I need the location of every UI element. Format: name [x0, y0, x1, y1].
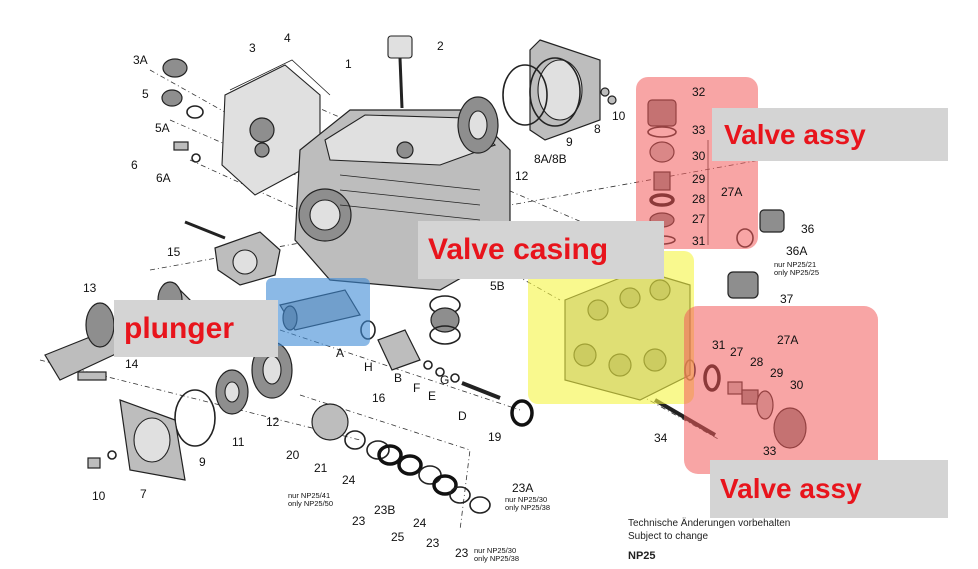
svg-text:23: 23 [455, 546, 469, 560]
svg-text:nur NP25/41: nur NP25/41 [288, 491, 330, 500]
part-3-rear-cover [221, 59, 331, 196]
svg-text:19: 19 [488, 430, 502, 444]
svg-text:27A: 27A [777, 333, 798, 347]
svg-text:21: 21 [314, 461, 328, 475]
svg-text:27: 27 [730, 345, 744, 359]
svg-text:4: 4 [284, 31, 291, 45]
svg-text:1: 1 [345, 57, 352, 71]
svg-text:5B: 5B [490, 279, 505, 293]
svg-text:27A: 27A [721, 185, 742, 199]
svg-text:6: 6 [131, 158, 138, 172]
valve-assy-bottom-label: Valve assy [710, 460, 948, 518]
svg-text:6A: 6A [156, 171, 171, 185]
svg-text:13: 13 [83, 281, 97, 295]
valve-assy-bottom-text: Valve assy [720, 473, 862, 504]
svg-text:36A: 36A [786, 244, 807, 258]
plunger-seal-parts [377, 329, 534, 427]
svg-text:3A: 3A [133, 53, 148, 67]
svg-text:only NP25/25: only NP25/25 [774, 268, 819, 277]
svg-text:12: 12 [266, 415, 280, 429]
svg-text:36: 36 [801, 222, 815, 236]
svg-text:24: 24 [342, 473, 356, 487]
svg-text:33: 33 [763, 444, 777, 458]
svg-text:nur NP25/21: nur NP25/21 [774, 260, 816, 269]
svg-text:10: 10 [92, 489, 106, 503]
svg-text:9: 9 [199, 455, 206, 469]
svg-text:31: 31 [712, 338, 726, 352]
svg-text:16: 16 [372, 391, 386, 405]
part-15-connecting-rod [184, 220, 281, 286]
svg-text:5A: 5A [155, 121, 170, 135]
variant-notes: nur NP25/21 only NP25/25 nur NP25/41 onl… [288, 260, 819, 563]
valve-casing-label: Valve casing [418, 221, 664, 279]
svg-text:B: B [394, 371, 402, 385]
svg-text:15: 15 [167, 245, 181, 259]
change-notice-en: Subject to change [628, 531, 709, 542]
valve-assy-top-text: Valve assy [724, 118, 866, 150]
svg-text:E: E [428, 389, 436, 403]
bottom-seal-set [299, 394, 491, 531]
svg-text:10: 10 [612, 109, 626, 123]
svg-text:2: 2 [437, 39, 444, 53]
svg-text:23: 23 [426, 536, 440, 550]
svg-text:7: 7 [140, 487, 147, 501]
part-5B-plug [429, 295, 461, 345]
svg-text:29: 29 [692, 172, 706, 186]
plunger-text: plunger [124, 311, 234, 345]
svg-text:30: 30 [692, 149, 706, 163]
plunger-label: plunger [114, 300, 278, 357]
svg-text:only NP25/38: only NP25/38 [505, 503, 550, 512]
model-name: NP25 [628, 550, 656, 562]
svg-text:3: 3 [249, 41, 256, 55]
svg-text:20: 20 [286, 448, 300, 462]
part-2-oil-dipstick [387, 35, 413, 109]
svg-text:8A/8B: 8A/8B [534, 152, 567, 166]
valve-assy-top-label: Valve assy [712, 108, 948, 161]
svg-text:A: A [336, 346, 344, 360]
svg-text:37: 37 [780, 292, 794, 306]
svg-text:G: G [440, 373, 449, 387]
svg-text:33: 33 [692, 123, 706, 137]
svg-text:30: 30 [790, 378, 804, 392]
change-notice-de: Technische Änderungen vorbehalten [628, 518, 791, 529]
svg-text:12: 12 [515, 169, 529, 183]
svg-text:31: 31 [692, 234, 706, 248]
svg-text:27: 27 [692, 212, 706, 226]
svg-text:23B: 23B [374, 503, 395, 517]
svg-text:23: 23 [352, 514, 366, 528]
svg-text:14: 14 [125, 357, 139, 371]
svg-text:only NP25/50: only NP25/50 [288, 499, 333, 508]
svg-text:23A: 23A [512, 481, 533, 495]
small-plugs [161, 58, 204, 163]
bottom-left-parts [87, 341, 293, 481]
svg-text:5: 5 [142, 87, 149, 101]
svg-text:9: 9 [566, 135, 573, 149]
svg-text:28: 28 [692, 192, 706, 206]
svg-text:only NP25/38: only NP25/38 [474, 554, 519, 563]
svg-text:nur NP25/30: nur NP25/30 [505, 495, 547, 504]
part-number-labels: 1 2 3 3A 4 5 5A 6 6A 8 8A/8B 9 10 12 13 … [83, 31, 815, 560]
bearing-and-flange-top [457, 39, 617, 154]
svg-text:28: 28 [750, 355, 764, 369]
svg-text:25: 25 [391, 530, 405, 544]
svg-text:8: 8 [594, 122, 601, 136]
svg-text:34: 34 [654, 431, 668, 445]
svg-text:11: 11 [232, 435, 245, 449]
valve-casing-text: Valve casing [428, 233, 609, 266]
plugs-36-37 [727, 209, 785, 299]
svg-text:D: D [458, 409, 467, 423]
svg-text:H: H [364, 360, 373, 374]
highlight-overlays [266, 77, 878, 474]
svg-text:32: 32 [692, 85, 706, 99]
svg-text:29: 29 [770, 366, 784, 380]
svg-text:nur NP25/30: nur NP25/30 [474, 546, 516, 555]
svg-text:24: 24 [413, 516, 427, 530]
svg-text:F: F [413, 381, 420, 395]
